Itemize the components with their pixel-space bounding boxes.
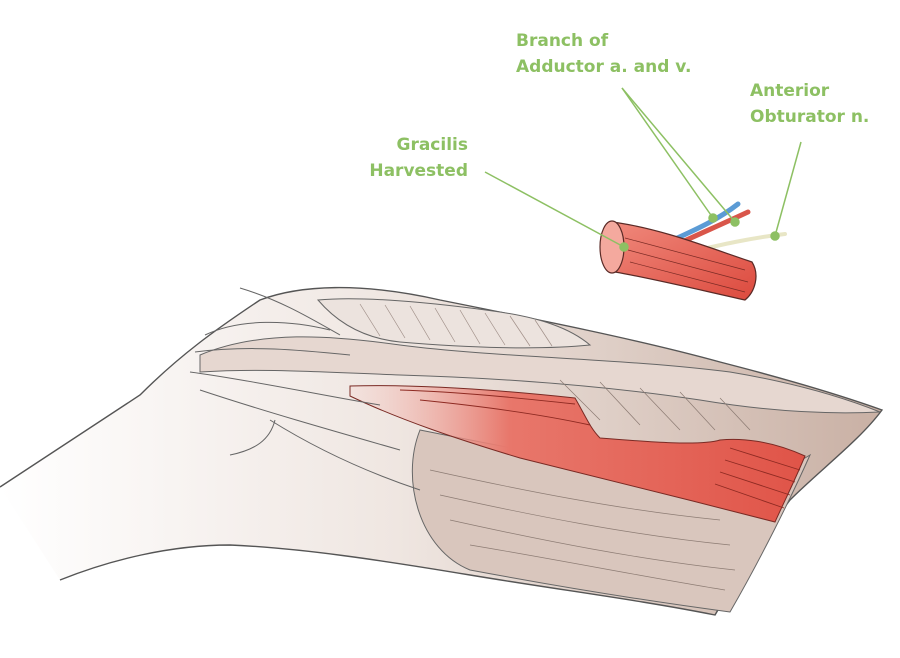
label-gracilis-line2: Harvested: [369, 161, 468, 181]
label-branch-line2: Adductor a. and v.: [516, 57, 692, 77]
leader-branch-dot-b: [730, 217, 740, 227]
leader-branch-dot-a: [708, 213, 718, 223]
graft-body: [602, 221, 757, 301]
leader-branch-b: [621, 87, 736, 223]
leader-branch-a: [621, 87, 714, 219]
leader-lines: [484, 87, 802, 252]
label-obturator-line2: Obturator n.: [750, 107, 870, 127]
label-branch-adductor: Branch of Adductor a. and v.: [516, 28, 691, 80]
leader-gracilis-dot: [619, 242, 629, 252]
upper-fascia-band: [199, 336, 881, 414]
label-anterior-obturator: Anterior Obturator n.: [750, 78, 869, 130]
gracilis-fibers: [399, 389, 801, 509]
posterior-muscle: [316, 298, 592, 349]
posterior-fibers: [359, 303, 553, 347]
thigh-illustration: [0, 286, 884, 616]
label-obturator-line1: Anterior: [750, 81, 830, 101]
label-gracilis-line1: Gracilis: [396, 135, 469, 155]
leader-obturator-dot: [770, 231, 780, 241]
harvested-gracilis: [599, 201, 787, 301]
label-gracilis-harvested: Gracilis Harvested: [340, 132, 468, 184]
leader-gracilis: [484, 171, 625, 248]
leader-obturator: [774, 141, 802, 237]
gracilis-in-situ: [349, 385, 806, 523]
skin-fold-lines: [189, 287, 421, 491]
label-branch-line1: Branch of: [516, 31, 609, 51]
adductor-fibers: [429, 379, 751, 591]
graft-fibers: [624, 237, 749, 293]
knee-notch: [229, 419, 276, 456]
